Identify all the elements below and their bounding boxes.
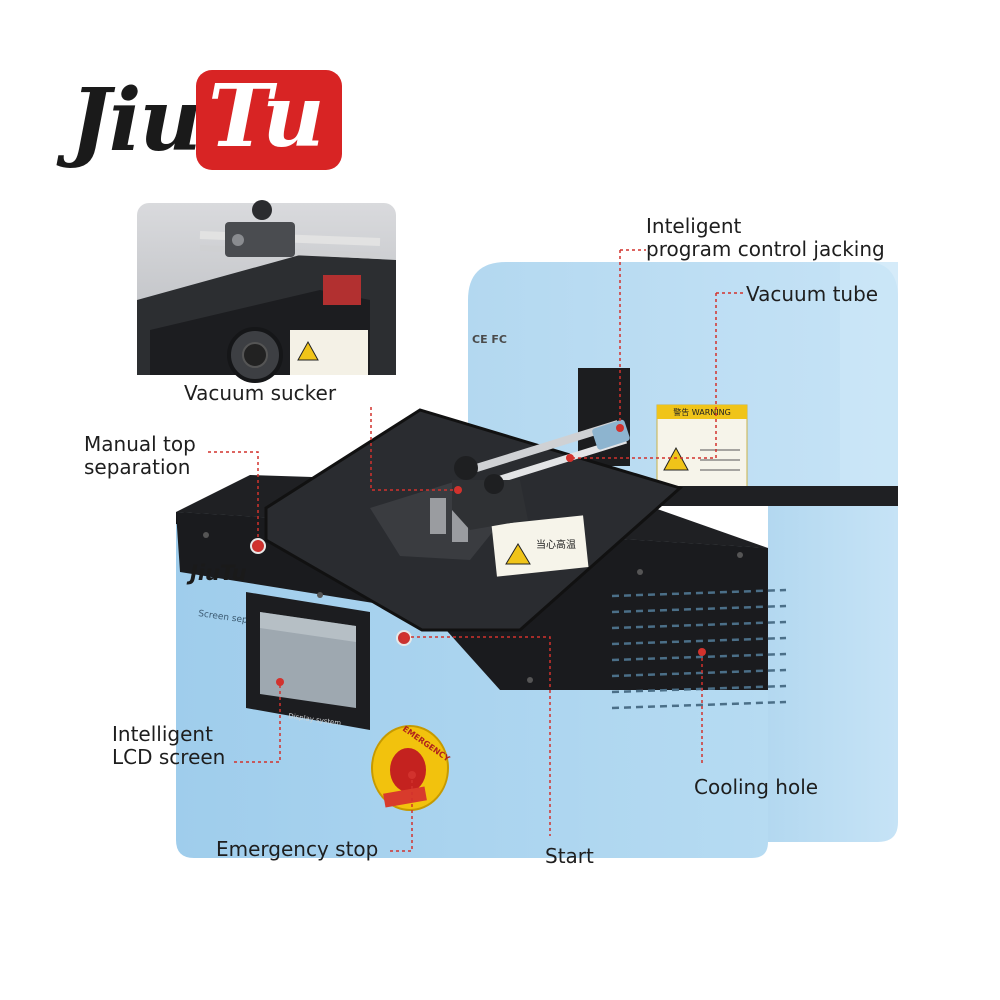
cert-marks: CE FC bbox=[472, 333, 507, 346]
dot-vacuum-tube bbox=[566, 454, 574, 462]
callout-jacking-line2: program control jacking bbox=[646, 237, 885, 261]
work-plate: 当心高温 bbox=[264, 408, 684, 632]
dot-start bbox=[401, 633, 409, 641]
callout-manual-line1: Manual top bbox=[84, 432, 196, 456]
tower-warning-header: 警告 WARNING bbox=[673, 407, 731, 417]
callout-start: Start bbox=[545, 844, 594, 868]
logo-red-badge bbox=[196, 70, 342, 170]
callout-lcd-line1: Intelligent bbox=[112, 722, 213, 746]
leader-lines bbox=[208, 249, 746, 852]
dot-jacking bbox=[616, 424, 624, 432]
dot-cooling-hole bbox=[698, 648, 706, 656]
dot-vacuum-sucker bbox=[454, 486, 462, 494]
callout-cooling-hole: Cooling hole bbox=[694, 775, 819, 799]
callout-lcd-line2: LCD screen bbox=[112, 745, 226, 769]
gantry-arm bbox=[452, 419, 630, 530]
emergency-stop-switch: EMERGENCY bbox=[371, 724, 452, 811]
leader-dots bbox=[254, 424, 706, 779]
plate-warning-text: 当心高温 bbox=[536, 538, 576, 551]
inset-photo-vacuum-sucker bbox=[137, 200, 396, 383]
callout-emergency-stop: Emergency stop bbox=[216, 837, 379, 861]
callout-vacuum-tube: Vacuum tube bbox=[746, 282, 879, 306]
callout-jacking-line1: Inteligent bbox=[646, 214, 742, 238]
cooling-vents bbox=[611, 588, 787, 710]
panel-brand-text: JiuTu bbox=[186, 561, 247, 585]
callout-manual-line2: separation bbox=[84, 455, 191, 479]
dot-lcd-screen bbox=[276, 678, 284, 686]
callout-vacuum-sucker: Vacuum sucker bbox=[184, 381, 337, 405]
logo-tu-text: Tu bbox=[208, 66, 325, 167]
tower-housing: 警告 WARNING CE FC bbox=[468, 262, 898, 498]
control-panel: JiuTu Screen separator Display system bbox=[186, 538, 412, 730]
dot-emergency-stop bbox=[408, 771, 416, 779]
logo-jiu-text: Jiu bbox=[70, 70, 202, 171]
dot-manual-separation bbox=[254, 542, 262, 550]
